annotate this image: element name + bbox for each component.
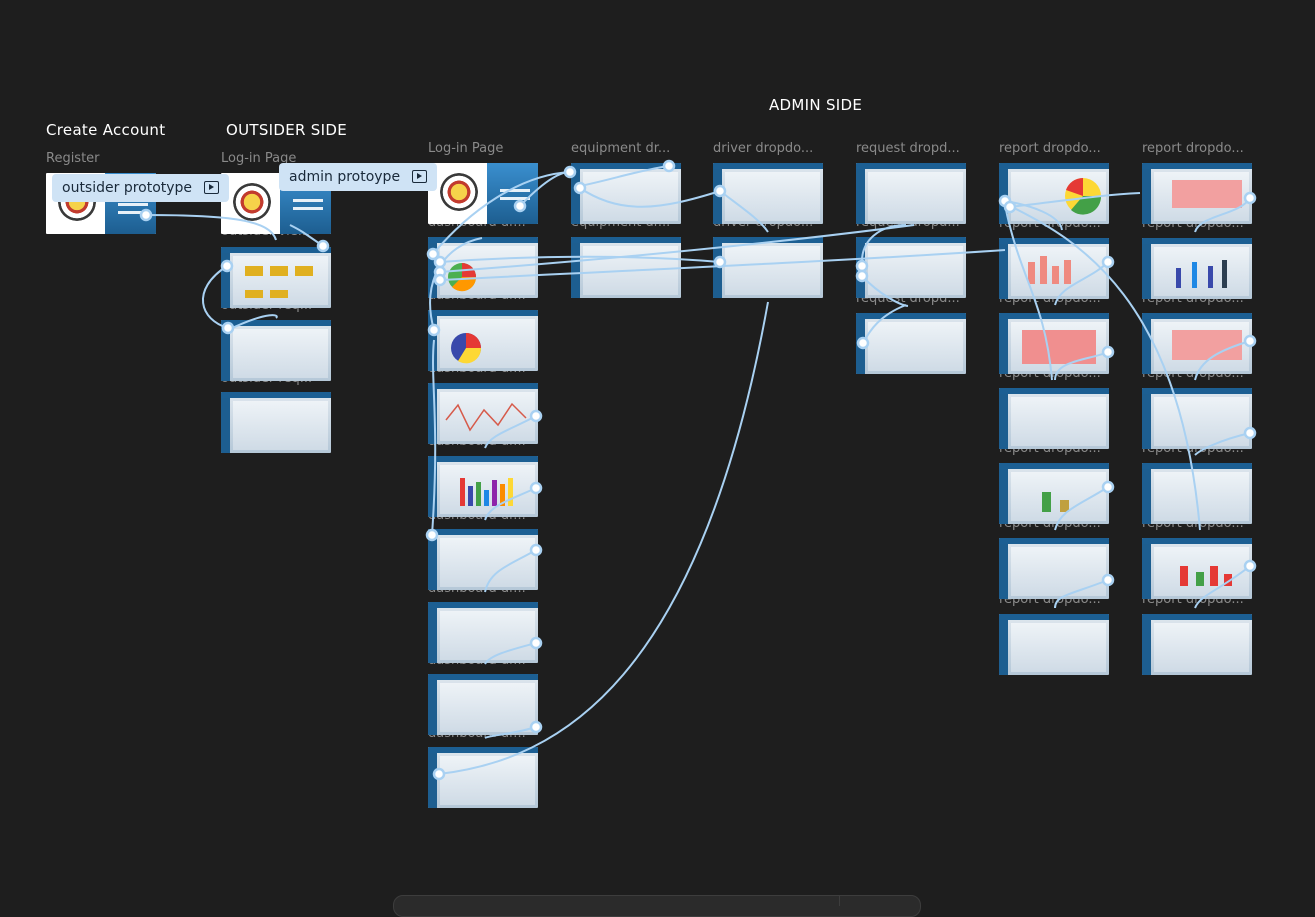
report-frame[interactable] (999, 388, 1109, 449)
outsider-prototype-flow[interactable]: outsider prototype (52, 174, 230, 202)
create-account-heading: Create Account (46, 121, 166, 139)
dashboard-frame[interactable] (428, 237, 538, 298)
outsider-request-frame[interactable] (221, 392, 331, 453)
city-seal-logo (233, 183, 271, 221)
report-frame[interactable] (999, 538, 1109, 599)
frame-label-report[interactable]: report dropdo... (999, 141, 1101, 156)
report-frame[interactable] (1142, 163, 1252, 224)
frame-label-request[interactable]: request dropd... (856, 141, 960, 156)
frame-label-equipment[interactable]: equipment dr... (571, 141, 671, 156)
request-frame[interactable] (856, 237, 966, 298)
report-frame[interactable] (999, 313, 1109, 374)
admin-prototype-flow[interactable]: admin protoype (279, 163, 438, 191)
frame-label-report[interactable]: report dropdo... (1142, 141, 1244, 156)
frame-label-driver[interactable]: driver dropdo... (713, 141, 814, 156)
dashboard-frame[interactable] (428, 310, 538, 371)
dashboard-frame[interactable] (428, 602, 538, 663)
equipment-frame[interactable] (571, 237, 681, 298)
outsider-request-frame[interactable] (221, 320, 331, 381)
city-seal-logo (440, 173, 478, 211)
bottom-toolbar[interactable] (393, 895, 921, 917)
admin-login-frame[interactable] (428, 163, 538, 224)
report-frame[interactable] (999, 238, 1109, 299)
outsider-view-frame[interactable] (221, 247, 331, 308)
frame-label-outsider-login[interactable]: Log-in Page (221, 151, 297, 166)
report-frame[interactable] (1142, 388, 1252, 449)
play-prototype-icon[interactable] (412, 169, 428, 183)
admin-side-heading: ADMIN SIDE (769, 96, 863, 114)
report-frame[interactable] (1142, 538, 1252, 599)
outsider-side-heading: OUTSIDER SIDE (226, 121, 347, 139)
dashboard-frame[interactable] (428, 529, 538, 590)
report-frame[interactable] (1142, 463, 1252, 524)
report-frame[interactable] (999, 614, 1109, 675)
dashboard-frame[interactable] (428, 747, 538, 808)
dashboard-frame[interactable] (428, 383, 538, 444)
equipment-frame[interactable] (571, 163, 681, 224)
frame-label-admin-login[interactable]: Log-in Page (428, 141, 504, 156)
request-frame[interactable] (856, 313, 966, 374)
login-form-panel (487, 163, 538, 224)
dashboard-frame[interactable] (428, 456, 538, 517)
driver-frame[interactable] (713, 163, 823, 224)
frame-label-register[interactable]: Register (46, 151, 100, 166)
flow-label: outsider prototype (62, 180, 193, 196)
flow-label: admin protoype (289, 169, 401, 185)
report-frame[interactable] (1142, 614, 1252, 675)
report-frame[interactable] (1142, 313, 1252, 374)
request-frame[interactable] (856, 163, 966, 224)
report-frame[interactable] (999, 163, 1109, 224)
play-prototype-icon[interactable] (204, 180, 220, 194)
driver-frame[interactable] (713, 237, 823, 298)
report-frame[interactable] (999, 463, 1109, 524)
report-frame[interactable] (1142, 238, 1252, 299)
dashboard-frame[interactable] (428, 674, 538, 735)
